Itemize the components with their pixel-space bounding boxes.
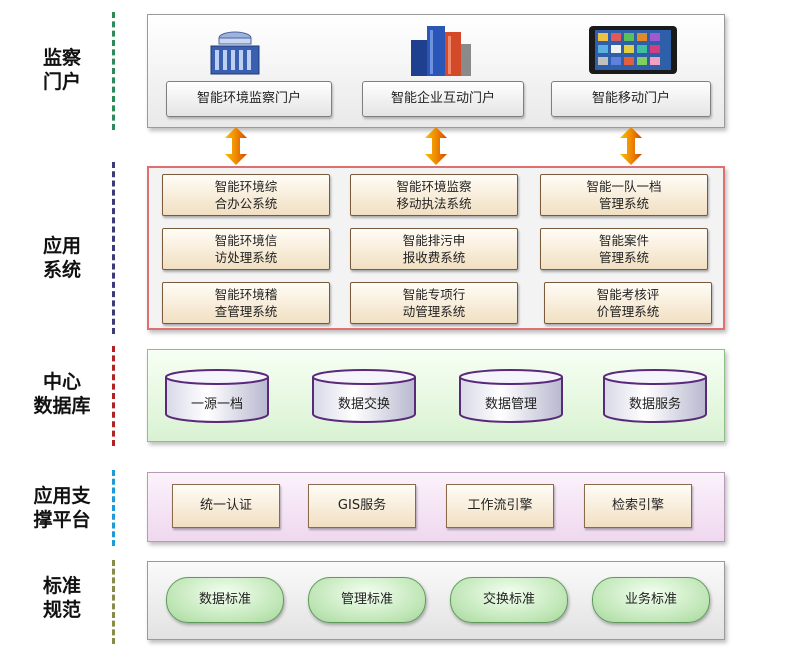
layer-label-standards: 标准 规范 — [42, 575, 81, 621]
app-special-action[interactable]: 智能专项行 动管理系统 — [350, 282, 518, 324]
database-cylinder-icon — [165, 369, 269, 423]
db-label: 一源一档 — [190, 397, 243, 412]
db-label: 数据服务 — [628, 397, 681, 412]
divider-standards — [112, 560, 115, 644]
tablet-icon — [589, 26, 677, 74]
divider-portal — [112, 12, 115, 130]
db-label: 数据交换 — [337, 397, 390, 412]
standard-data[interactable]: 数据标准 — [166, 577, 284, 623]
portal-environment[interactable]: 智能环境监察门户 — [166, 81, 332, 117]
app-pollution-fee[interactable]: 智能排污申 报收费系统 — [350, 228, 518, 270]
support-gis-service[interactable]: GIS服务 — [308, 484, 416, 528]
updown-arrow-icon — [620, 127, 642, 165]
db-label: 数据管理 — [484, 397, 537, 412]
app-office[interactable]: 智能环境综 合办公系统 — [162, 174, 330, 216]
app-evaluation[interactable]: 智能考核评 价管理系统 — [544, 282, 712, 324]
portal-mobile[interactable]: 智能移动门户 — [551, 81, 711, 117]
db-data-exchange[interactable]: 数据交换 — [311, 368, 417, 424]
updown-arrow-icon — [225, 127, 247, 165]
divider-application — [112, 162, 115, 334]
standard-business[interactable]: 业务标准 — [592, 577, 710, 623]
building-icon — [210, 31, 260, 75]
app-petition[interactable]: 智能环境信 访处理系统 — [162, 228, 330, 270]
app-case[interactable]: 智能案件 管理系统 — [540, 228, 708, 270]
database-cylinder-icon — [312, 369, 416, 423]
layer-label-application: 应用 系统 — [42, 235, 81, 281]
layer-label-database: 中心 数据库 — [33, 371, 91, 417]
support-search-engine[interactable]: 检索引擎 — [584, 484, 692, 528]
app-one-team-one-file[interactable]: 智能一队一档 管理系统 — [540, 174, 708, 216]
layer-label-portal: 监察 门户 — [42, 47, 81, 93]
database-cylinder-icon — [459, 369, 563, 423]
standard-exchange[interactable]: 交换标准 — [450, 577, 568, 623]
updown-arrow-icon — [425, 127, 447, 165]
office-buildings-icon — [411, 26, 471, 76]
db-data-service[interactable]: 数据服务 — [602, 368, 708, 424]
app-inspection[interactable]: 智能环境稽 查管理系统 — [162, 282, 330, 324]
database-cylinder-icon — [603, 369, 707, 423]
standard-management[interactable]: 管理标准 — [308, 577, 426, 623]
db-data-management[interactable]: 数据管理 — [458, 368, 564, 424]
portal-enterprise[interactable]: 智能企业互动门户 — [362, 81, 524, 117]
app-mobile-enforcement[interactable]: 智能环境监察 移动执法系统 — [350, 174, 518, 216]
divider-database — [112, 346, 115, 446]
db-one-source-one-file[interactable]: 一源一档 — [164, 368, 270, 424]
layer-label-support: 应用支 撑平台 — [33, 485, 91, 531]
divider-support — [112, 470, 115, 546]
support-workflow-engine[interactable]: 工作流引擎 — [446, 484, 554, 528]
support-unified-auth[interactable]: 统一认证 — [172, 484, 280, 528]
